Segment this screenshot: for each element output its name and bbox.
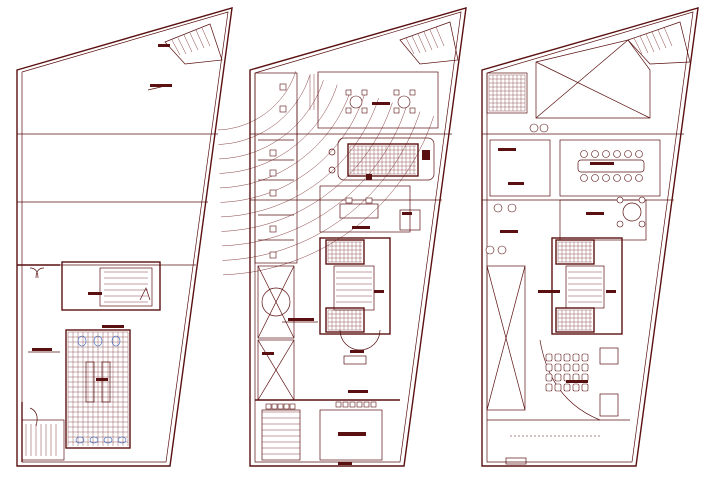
sheet3-core (538, 237, 623, 335)
sheet2-top-stair (399, 21, 459, 65)
class-chair (563, 383, 571, 392)
seat-row-line (217, 71, 297, 131)
class-chair (572, 363, 580, 372)
chair (356, 401, 363, 408)
chair (349, 401, 356, 408)
sheet2-outline (249, 7, 467, 467)
seat-row-line (218, 75, 310, 145)
sheet3-bottom (487, 419, 630, 465)
class-chair (581, 353, 589, 362)
class-chair (572, 383, 580, 392)
meeting-chair (635, 150, 643, 158)
seat-row-line (222, 116, 434, 276)
sheet2-cubicles (254, 72, 298, 264)
chair (335, 401, 342, 408)
class-chair (554, 353, 562, 362)
chair (370, 401, 377, 408)
class-chair (545, 373, 553, 382)
desk-chair (279, 105, 287, 113)
seat-row-line (219, 89, 352, 189)
meeting-chair (602, 174, 610, 182)
class-chair (563, 363, 571, 372)
desk-chair (269, 149, 277, 157)
sheet3-classroom (539, 339, 619, 421)
desk-chair (269, 169, 277, 177)
desk-chair (279, 83, 287, 91)
desk-chair (269, 189, 277, 197)
class-chair (563, 373, 571, 382)
meeting-chair (591, 174, 599, 182)
sheet-second-floor (481, 7, 699, 467)
class-chair (572, 353, 580, 362)
sheet2-void (257, 265, 318, 401)
seat-row-line (220, 93, 366, 203)
meeting-chair (591, 150, 599, 158)
seat-row-line (218, 80, 324, 160)
sheet1-outline (16, 7, 233, 467)
seat-row-line (221, 102, 393, 232)
meeting-chair (613, 150, 621, 158)
sheet3-meeting-room (489, 123, 661, 197)
sheet-ground-floor (16, 7, 434, 467)
seat-row-line (220, 98, 379, 218)
desk-chair (269, 251, 277, 259)
sheet3-void (486, 39, 651, 119)
sheet1-toilet-block (65, 329, 131, 449)
chair (265, 403, 272, 410)
class-chair (545, 383, 553, 392)
desk-chair (269, 225, 277, 233)
sheet2-cafe (309, 71, 439, 129)
class-chair (545, 363, 553, 372)
class-chair (581, 373, 589, 382)
chair (289, 403, 296, 410)
sheet2-office (319, 185, 421, 233)
chair (271, 403, 278, 410)
class-chair (554, 373, 562, 382)
class-chair (554, 363, 562, 372)
sheet-first-floor (249, 7, 467, 467)
seat-row-line (219, 84, 338, 174)
meeting-chair (580, 174, 588, 182)
meeting-chair (624, 150, 632, 158)
sheet1-bottom-stair (21, 402, 65, 462)
sheet3-outline (481, 7, 699, 467)
class-chair (545, 353, 553, 362)
meeting-chair (635, 174, 643, 182)
seat-row-line (222, 111, 421, 261)
sheet2-bottom-rooms (255, 390, 400, 465)
sheet2-kitchen (328, 137, 435, 181)
chair (277, 403, 284, 410)
sheet1-top-stair (158, 23, 223, 65)
meeting-chair (624, 174, 632, 182)
chair (342, 401, 349, 408)
sheet3-lift-void (486, 265, 526, 411)
class-chair (563, 353, 571, 362)
sheet2-round-office (339, 329, 381, 365)
meeting-chair (602, 150, 610, 158)
sheet3-top-stair (627, 21, 691, 65)
sheet2-core (319, 237, 391, 335)
meeting-chair (580, 150, 588, 158)
chair (363, 401, 370, 408)
chair (283, 403, 290, 410)
meeting-chair (613, 174, 621, 182)
class-chair (572, 373, 580, 382)
class-chair (554, 383, 562, 392)
sheet1-lobby (17, 261, 161, 353)
class-chair (581, 383, 589, 392)
sheet3-office (485, 196, 647, 255)
class-chair (581, 363, 589, 372)
